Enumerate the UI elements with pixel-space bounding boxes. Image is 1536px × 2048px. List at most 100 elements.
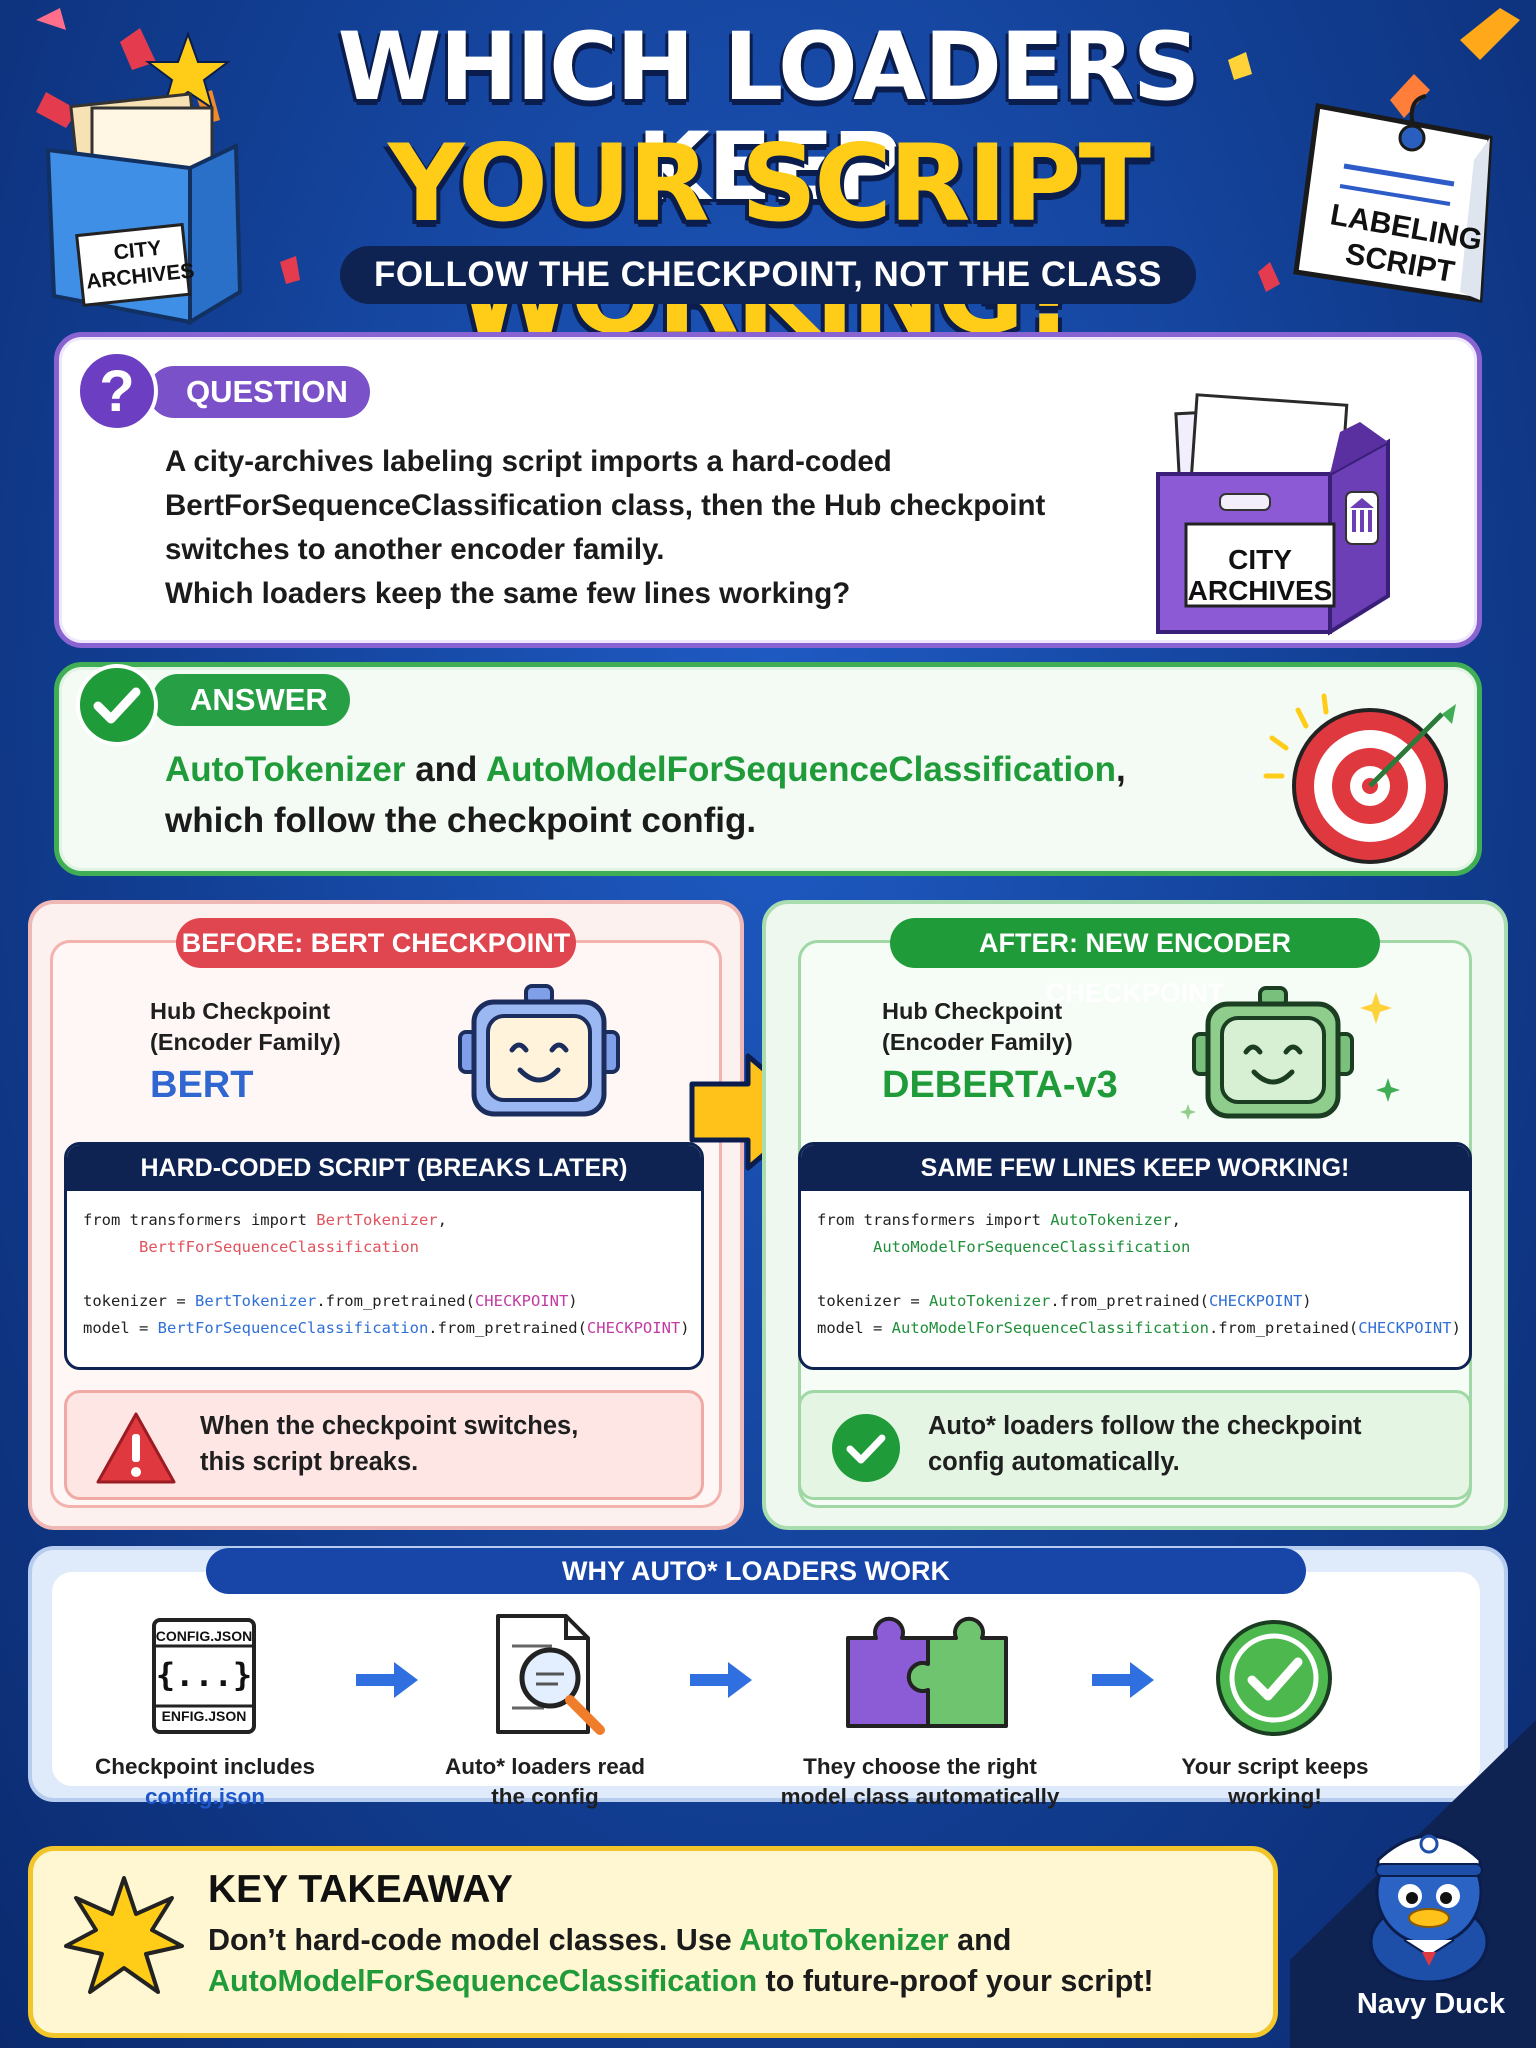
success-check-icon [832, 1414, 900, 1482]
answer-line-2: which follow the checkpoint config. [165, 801, 757, 840]
subtitle-banner: FOLLOW THE CHECKPOINT, NOT THE CLASS [340, 246, 1196, 304]
code-class: BertForSequenceClassification [157, 1319, 429, 1337]
code-text: .from_pretrained( [428, 1319, 587, 1337]
navy-duck-brand-label: Navy Duck [1356, 1988, 1506, 2020]
code-text: tokenizer = [83, 1292, 195, 1310]
after-code-header: SAME FEW LINES KEEP WORKING! [801, 1145, 1469, 1191]
code-text: ) [680, 1319, 690, 1337]
key-takeaway-text: Don’t hard-code model classes. Use AutoT… [208, 1920, 1268, 2002]
target-icon [1263, 693, 1456, 864]
after-code: from transformers import AutoTokenizer, … [801, 1191, 1469, 1342]
step-caption: Auto* loaders read [444, 1754, 646, 1779]
key-takeaway-box [28, 1846, 1278, 2038]
key-takeaway-title: KEY TAKEAWAY [208, 1868, 513, 1911]
after-tag: AFTER: NEW ENCODER CHECKPOINT [890, 918, 1380, 1008]
why-step-4: Your script keeps working! [1150, 1752, 1400, 1812]
config-icon-braces: {...} [155, 1656, 253, 1694]
code-class: AutoTokenizer [1050, 1211, 1172, 1229]
check-mark-icon [76, 664, 158, 746]
code-class: BertfForSequenceClassification [139, 1238, 419, 1256]
code-checkpoint: CHECKPOINT [586, 1319, 681, 1337]
question-tag: QUESTION [148, 366, 370, 418]
answer-tag: ANSWER [152, 674, 350, 726]
before-hub-label: Hub Checkpoint (Encoder Family) [150, 998, 341, 1055]
arrow-right-icon [690, 1662, 752, 1698]
title-line-2: YOUR SCRIPT WORKING? [388, 122, 1151, 352]
purple-archive-box-label: CITY ARCHIVES [1187, 544, 1333, 606]
config-icon-bottom: ENFIG.JSON [161, 1708, 247, 1724]
step-caption: working! [1228, 1784, 1322, 1809]
before-hub-value: BERT [150, 1064, 254, 1106]
config-icon-top: CONFIG.JSON [155, 1628, 253, 1644]
blue-robot-icon [458, 984, 620, 1117]
code-text: tokenizer = [817, 1292, 929, 1310]
big-check-circle-icon [1216, 1620, 1332, 1736]
confetti-decoration [36, 8, 1520, 292]
why-header: WHY AUTO* LOADERS WORK [206, 1548, 1306, 1594]
code-class: BertTokenizer [194, 1292, 317, 1310]
code-class: AutoModelForSequenceClassification [873, 1238, 1191, 1256]
before-warning-text: When the checkpoint switches, this scrip… [200, 1412, 579, 1476]
step-caption: the config [491, 1784, 599, 1809]
takeaway-loader: AutoTokenizer [739, 1923, 949, 1957]
code-text: .from_pretrained( [1050, 1292, 1209, 1310]
after-code-box: SAME FEW LINES KEEP WORKING! from transf… [798, 1142, 1472, 1370]
code-checkpoint: CHECKPOINT [474, 1292, 569, 1310]
purple-archive-box-icon [1156, 393, 1390, 636]
code-text: ) [1302, 1292, 1312, 1310]
arrow-right-icon [356, 1662, 418, 1698]
labeling-script-note-icon [1293, 94, 1493, 303]
answer-text: AutoTokenizer and AutoModelForSequenceCl… [165, 744, 1265, 846]
step-caption-link: config.json [145, 1784, 265, 1809]
code-text: ) [1451, 1319, 1461, 1337]
after-hub-value: DEBERTA-v3 [882, 1064, 1118, 1106]
takeaway-text: and [948, 1923, 1012, 1957]
after-success-text: Auto* loaders follow the checkpoint conf… [928, 1412, 1362, 1476]
before-code-box: HARD-CODED SCRIPT (BREAKS LATER) from tr… [64, 1142, 704, 1370]
arrow-right-icon [1092, 1662, 1154, 1698]
config-file-icon [152, 1618, 256, 1734]
code-text: ) [568, 1292, 578, 1310]
question-mark-icon: ? [76, 350, 158, 432]
city-archives-box-icon [45, 92, 243, 326]
step-caption: model class automatically [780, 1784, 1060, 1809]
green-robot-icon [1180, 986, 1400, 1120]
starburst-icon [64, 1876, 184, 1994]
why-step-2: Auto* loaders read the config [410, 1752, 680, 1812]
navy-duck-mascot-icon [1369, 1834, 1489, 1982]
question-line: switches to another encoder family. [165, 533, 665, 566]
why-step-1: Checkpoint includes config.json [60, 1752, 350, 1812]
title-line-1: WHICH LOADERS KEEP [337, 13, 1201, 222]
code-text: .from_pretrained( [316, 1292, 475, 1310]
before-code-header: HARD-CODED SCRIPT (BREAKS LATER) [67, 1145, 701, 1191]
code-text: , [1171, 1211, 1181, 1229]
takeaway-text: Don’t hard-code model classes. Use [208, 1923, 740, 1957]
takeaway-text: to future-proof your script! [757, 1964, 1154, 1998]
code-text: model = [817, 1319, 892, 1337]
step-caption: Checkpoint includes [94, 1754, 316, 1779]
why-step-3: They choose the right model class automa… [760, 1752, 1080, 1812]
before-code: from transformers import BertTokenizer, … [67, 1191, 701, 1342]
document-magnifier-icon [496, 1614, 605, 1735]
code-text: , [437, 1211, 447, 1229]
before-tag: BEFORE: BERT CHECKPOINT [176, 918, 576, 968]
step-caption: They choose the right [803, 1754, 1037, 1779]
takeaway-loader: AutoModelForSequenceClassification [208, 1964, 758, 1998]
code-class: AutoTokenizer [928, 1292, 1051, 1310]
code-checkpoint: CHECKPOINT [1208, 1292, 1303, 1310]
code-text: from transformers import [83, 1211, 317, 1229]
after-hub-label: Hub Checkpoint (Encoder Family) [882, 998, 1073, 1055]
answer-loader-autotokenizer: AutoTokenizer [165, 750, 406, 789]
code-text: model = [83, 1319, 158, 1337]
answer-loader-automodel: AutoModelForSequenceClassification [485, 750, 1116, 789]
code-text: from transformers import [817, 1211, 1051, 1229]
code-text: .from_pretained( [1208, 1319, 1359, 1337]
warning-icon [96, 1412, 176, 1484]
question-text: A city-archives labeling script imports … [165, 440, 1095, 616]
code-class: AutoModelForSequenceClassification [891, 1319, 1209, 1337]
code-class: BertTokenizer [316, 1211, 438, 1229]
code-checkpoint: CHECKPOINT [1358, 1319, 1452, 1337]
question-line: BertForSequenceClassification class, the… [165, 489, 1046, 522]
step-caption: Your script keeps [1181, 1754, 1369, 1779]
puzzle-pieces-icon [846, 1616, 1008, 1728]
